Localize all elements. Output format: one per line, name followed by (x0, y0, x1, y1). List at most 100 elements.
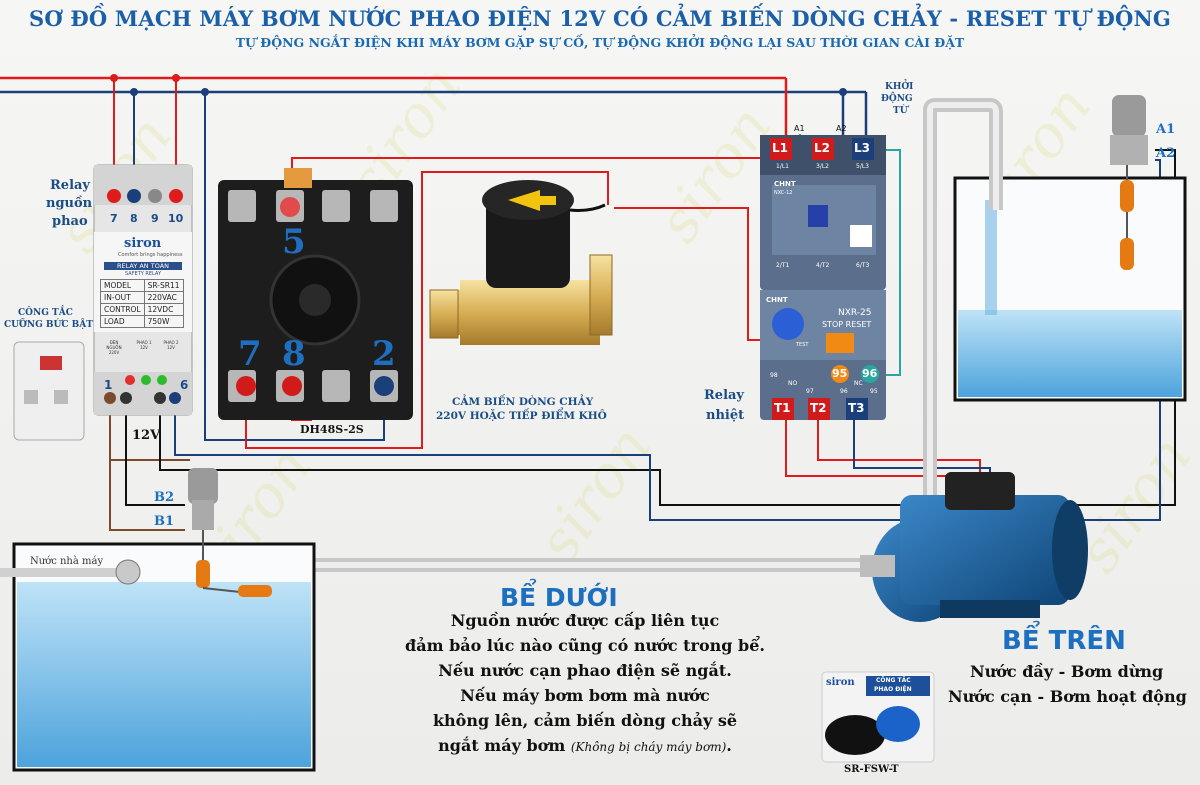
relay-brand-tagline: Comfort brings happiness (118, 252, 183, 258)
page-subtitle: TỰ ĐỘNG NGẮT ĐIỆN KHI MÁY BƠM GẶP SỰ CỐ,… (235, 35, 965, 50)
contactor-terminal-l3: L3 (854, 141, 870, 155)
thermal-aux-95: 95 (832, 367, 848, 380)
thermal-terminal-t2: T2 (810, 401, 827, 415)
supply-lines (0, 74, 868, 140)
float-a1-label: A1 (1156, 122, 1176, 137)
relay-terminal-8: 8 (130, 212, 138, 225)
thermal-brand: CHNT (766, 296, 788, 304)
relay-terminal-6: 6 (180, 378, 189, 392)
thermal-aux-small-95: 95 (870, 388, 878, 395)
water-pump (860, 472, 1088, 622)
thermal-aux-small-96: 96 (840, 388, 848, 395)
thermal-relay-label-2: nhiệt (706, 408, 745, 423)
contactor-model: NXC-12 (774, 190, 793, 196)
contactor-label-3: TỪ (893, 106, 908, 116)
inlet-label: Nước nhà máy (30, 556, 104, 567)
lower-float-switch (188, 468, 272, 597)
thermal-model: NXR-25 (838, 308, 872, 318)
timer-pin-2: 2 (372, 334, 396, 374)
product-box (821, 671, 935, 763)
relay-float-label-1: Relay (50, 178, 90, 193)
timer-pin-5: 5 (282, 222, 306, 262)
product-line-2: PHAO ĐIỆN (874, 686, 912, 693)
thermal-relay-label-1: Relay (704, 388, 744, 403)
relay-terminal-7: 7 (110, 212, 118, 225)
spec-key: LOAD (100, 315, 145, 328)
product-line-1: CÔNG TẮC (876, 677, 911, 684)
flow-sensor-label-2: 220V HOẶC TIẾP ĐIỂM KHÔ (436, 410, 607, 422)
upper-tank (953, 176, 1187, 402)
thermal-aux-small-no: NO (788, 380, 798, 387)
lower-tank-desc-2: đảm bảo lúc nào cũng có nước trong bể. (405, 636, 765, 655)
voltage-label: 12V (132, 428, 161, 443)
contactor-label-2: ĐỘNG (881, 94, 913, 104)
thermal-test: TEST (796, 342, 809, 348)
spec-key: CONTROL (100, 303, 145, 316)
spec-value: 750W (143, 315, 184, 328)
relay-product-title: RELAY AN TOÀN (104, 262, 182, 270)
contactor-terminal-l2: L2 (814, 141, 830, 155)
contactor-bottom-3: 6/T3 (856, 262, 870, 269)
thermal-aux-96: 96 (862, 367, 878, 380)
lower-tank-desc-5: không lên, cảm biến dòng chảy sẽ (432, 711, 738, 730)
contactor-bottom-1: 2/T1 (776, 262, 790, 269)
contactor (760, 135, 886, 290)
lower-tank-title: BỂ DƯỚI (500, 583, 618, 612)
product-brand: siron (826, 677, 855, 688)
contactor-label-1: KHỞI (885, 82, 914, 92)
upper-tank-line-1: Nước đầy - Bơm dừng (970, 662, 1164, 681)
coil-a2: A2 (836, 124, 847, 133)
spec-value: 220VAC (143, 291, 184, 304)
thermal-terminal-t1: T1 (774, 401, 791, 415)
contactor-brand: CHNT (774, 180, 796, 188)
coil-a1: A1 (794, 124, 805, 133)
float-b1-label: B1 (154, 514, 175, 529)
page-title: SƠ ĐỒ MẠCH MÁY BƠM NƯỚC PHAO ĐIỆN 12V CÓ… (28, 6, 1172, 31)
relay-float-label-3: phao (52, 214, 88, 229)
contactor-terminal-l1: L1 (772, 141, 788, 155)
led-caption-float1: PHAO 1 12V (136, 340, 152, 350)
spec-value: 12VDC (143, 303, 184, 316)
relay-product-sub: SAFETY RELAY (124, 271, 162, 277)
product-model: SR-FSW-T (844, 764, 899, 775)
thermal-stop-reset: STOP RESET (822, 320, 872, 329)
spec-key: MODEL (100, 279, 145, 292)
override-switch-label-2: CƯỠNG BỨC BẬT (4, 320, 93, 330)
lower-tank-desc-6: ngắt máy bơm (438, 736, 566, 755)
lower-tank (0, 542, 316, 772)
contactor-small-1: 1/L1 (776, 163, 789, 170)
upper-tank-line-2: Nước cạn - Bơm hoạt động (948, 687, 1187, 706)
upper-float-switch (1110, 95, 1148, 270)
lower-tank-desc-end: . (726, 736, 732, 755)
relay-terminal-10: 10 (168, 212, 184, 225)
contactor-small-3: 5/L3 (856, 163, 869, 170)
lower-tank-desc-4: Nếu máy bơm bơm mà nước (460, 686, 710, 705)
timer-pin-8: 8 (282, 334, 306, 374)
float-a2-label: A2 (1156, 146, 1176, 161)
thermal-aux-small-97: 97 (806, 388, 814, 395)
contactor-bottom-2: 4/T2 (816, 262, 830, 269)
float-b2-label: B2 (154, 490, 175, 505)
lower-tank-desc-note: (Không bị cháy máy bơm) (570, 740, 727, 754)
timer-pin-7: 7 (238, 334, 262, 374)
relay-brand: siron (124, 236, 162, 251)
override-switch-label-1: CÔNG TẮC (18, 308, 73, 318)
thermal-aux-small-nc: NC (854, 380, 863, 387)
relay-float-label-2: nguồn (46, 196, 93, 211)
led-caption-float2: PHAO 2 12V (163, 340, 179, 350)
flow-sensor-label-1: CẢM BIẾN DÒNG CHẢY (452, 396, 594, 408)
lower-tank-desc-1: Nguồn nước được cấp liên tục (450, 611, 720, 630)
thermal-terminal-t3: T3 (848, 401, 865, 415)
upper-tank-title: BỂ TRÊN (1002, 626, 1126, 656)
lower-tank-desc-3: Nếu nước cạn phao điện sẽ ngắt. (438, 661, 732, 680)
relay-terminal-1: 1 (104, 378, 113, 392)
contactor-small-2: 3/L2 (816, 163, 829, 170)
override-switch (13, 341, 85, 441)
lower-tank-desc-6-wrap: ngắt máy bơm (Không bị cháy máy bơm). (375, 736, 795, 755)
timer-model: DH48S-2S (300, 423, 364, 436)
spec-value: SR-SR11 (143, 279, 184, 292)
flow-sensor (429, 180, 613, 345)
